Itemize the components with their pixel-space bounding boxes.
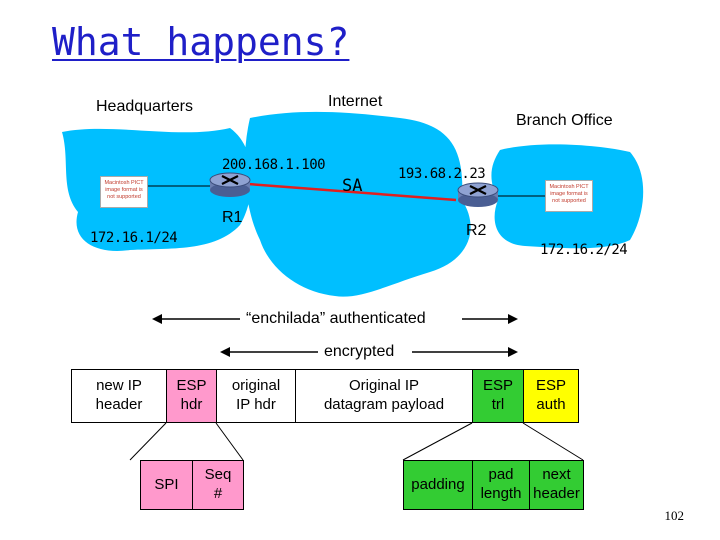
right-arrowhead-icon xyxy=(508,347,518,357)
router-r1-label: R1 xyxy=(222,209,243,226)
padding-field: padding xyxy=(403,460,473,510)
new-ip-header-field: new IP header xyxy=(71,369,167,423)
right-arrowhead-icon xyxy=(508,314,518,324)
original-ip-hdr-field: original IP hdr xyxy=(216,369,296,423)
internet-label: Internet xyxy=(328,93,383,110)
ipsec-tunnel-line xyxy=(247,182,457,202)
headquarters-cloud xyxy=(62,128,252,251)
host-picture-placeholder: Macintosh PICT image format is not suppo… xyxy=(100,176,148,208)
branch-subnet: 172.16.2/24 xyxy=(540,242,628,258)
router-r2-label: R2 xyxy=(466,222,487,239)
expansion-line xyxy=(522,422,584,461)
esp-trailer-field: ESP trl xyxy=(472,369,524,423)
page-number: 102 xyxy=(664,508,685,523)
expansion-line xyxy=(215,422,244,461)
spi-field: SPI xyxy=(140,460,193,510)
left-arrowhead-icon xyxy=(152,314,162,324)
expansion-line xyxy=(129,422,167,461)
pad-length-field: pad length xyxy=(472,460,530,510)
esp-auth-field: ESP auth xyxy=(523,369,579,423)
authenticated-label: “enchilada” authenticated xyxy=(246,310,426,327)
page-title: What happens? xyxy=(52,20,350,64)
encrypted-label: encrypted xyxy=(324,343,395,360)
sa-label: SA xyxy=(342,176,363,196)
esp-hdr-field: ESP hdr xyxy=(166,369,217,423)
internet-cloud xyxy=(244,111,471,297)
hq-subnet: 172.16.1/24 xyxy=(90,230,178,246)
router-r2-icon xyxy=(457,182,499,207)
host-picture-placeholder: Macintosh PICT image format is not suppo… xyxy=(545,180,593,212)
seq-number-field: Seq # xyxy=(192,460,244,510)
left-arrowhead-icon xyxy=(220,347,230,357)
r2-ip-address: 193.68.2.23 xyxy=(398,166,486,182)
router-r1-icon xyxy=(209,172,251,197)
expansion-line xyxy=(402,422,473,461)
branch-office-label: Branch Office xyxy=(516,112,613,129)
r1-ip-address: 200.168.1.100 xyxy=(222,157,326,173)
headquarters-label: Headquarters xyxy=(96,98,193,115)
payload-field: Original IP datagram payload xyxy=(295,369,473,423)
next-header-field: next header xyxy=(529,460,584,510)
